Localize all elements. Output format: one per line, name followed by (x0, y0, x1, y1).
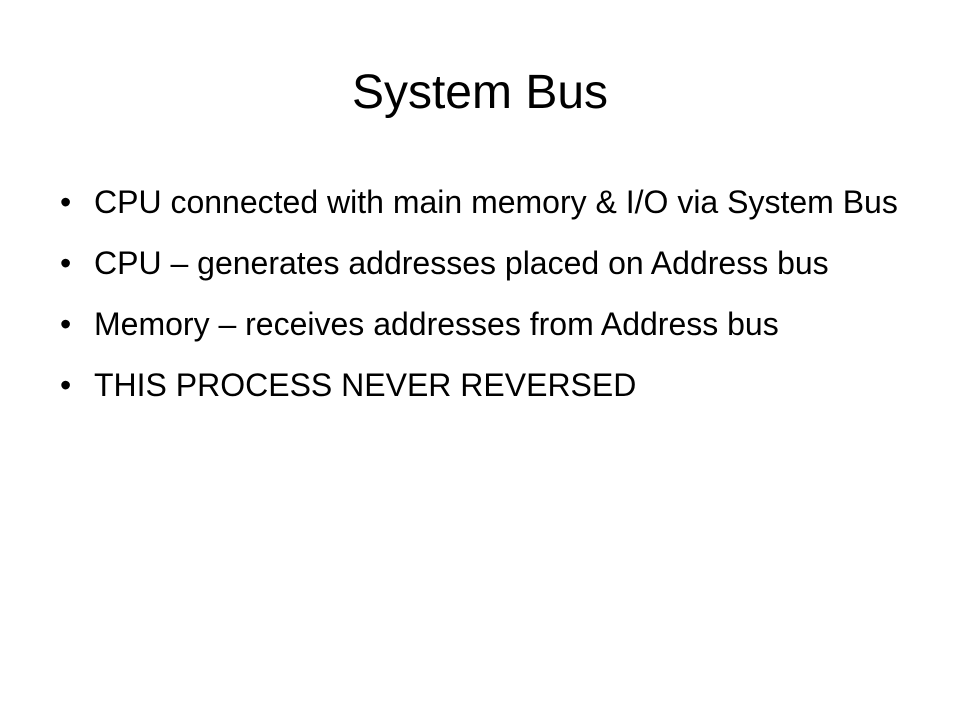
bullet-list: • CPU connected with main memory & I/O v… (60, 182, 900, 426)
bullet-text: CPU – generates addresses placed on Addr… (94, 245, 829, 281)
bullet-text: THIS PROCESS NEVER REVERSED (94, 367, 637, 403)
bullet-marker: • (60, 367, 72, 403)
bullet-marker: • (60, 245, 72, 281)
bullet-item: • CPU – generates addresses placed on Ad… (60, 243, 900, 283)
bullet-text: CPU connected with main memory & I/O via… (94, 184, 898, 220)
slide-title: System Bus (351, 66, 609, 119)
bullet-marker: • (60, 184, 72, 220)
bullet-item: • Memory – receives addresses from Addre… (60, 304, 900, 344)
bullet-item: • CPU connected with main memory & I/O v… (60, 182, 900, 222)
bullet-text: Memory – receives addresses from Address… (94, 306, 779, 342)
bullet-item: • THIS PROCESS NEVER REVERSED (60, 365, 900, 405)
bullet-marker: • (60, 306, 72, 342)
